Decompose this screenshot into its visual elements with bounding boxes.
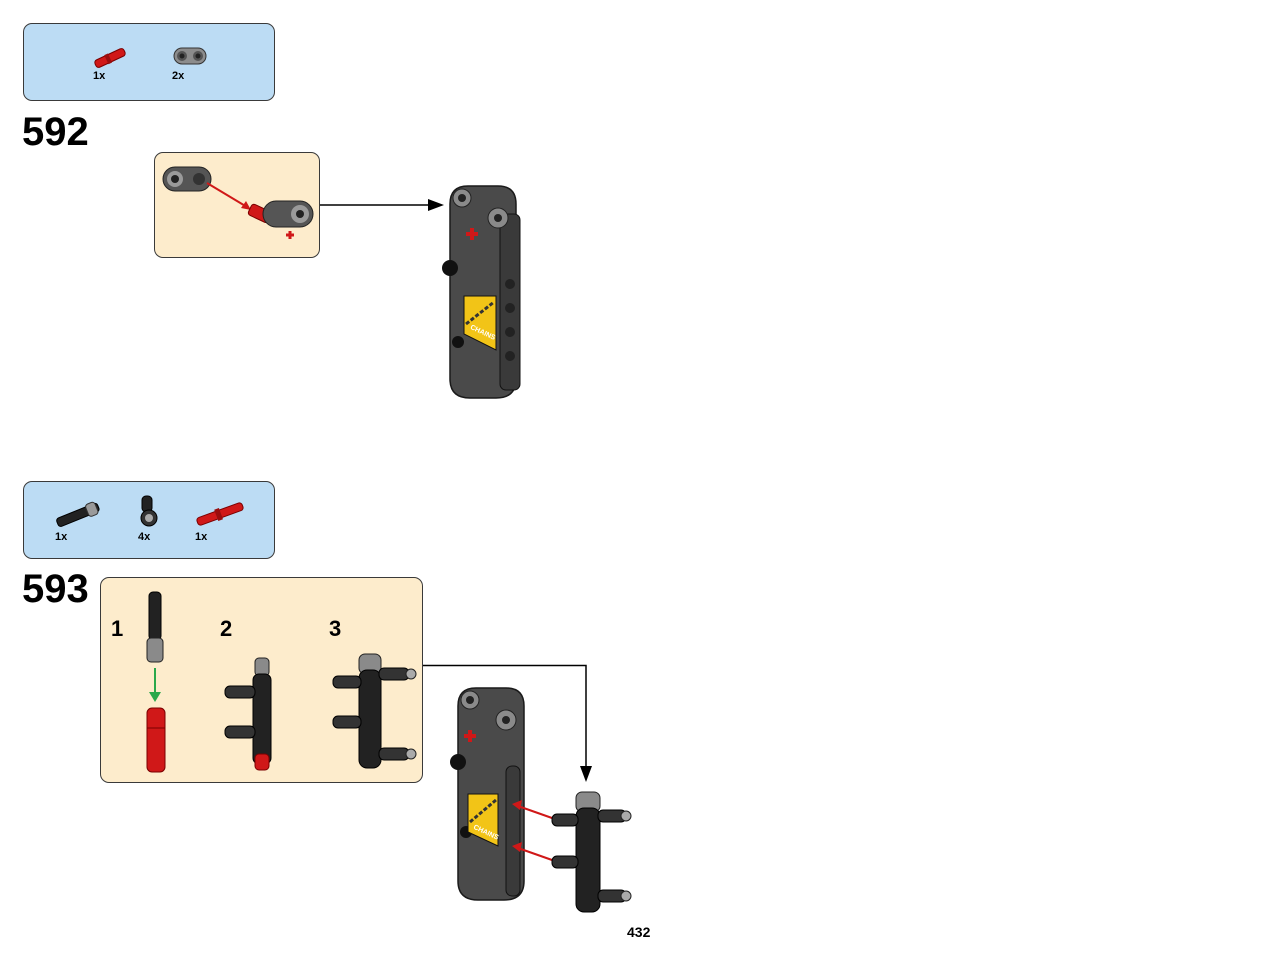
part-qty: 2x: [172, 70, 185, 82]
callout-arrow: [423, 664, 592, 782]
part-qty: 1x: [195, 531, 208, 543]
gray-cross-block-icon: [173, 47, 207, 65]
parts-list-592: 1x 2x: [23, 23, 275, 101]
red-axle-pin-icon: [94, 48, 126, 68]
main-assembly-illustration-592: CHAINS: [442, 185, 521, 399]
substep-number: 1: [111, 616, 124, 641]
red-axle-pin-icon: [196, 502, 244, 526]
step-number: 592: [22, 110, 89, 154]
page-number: 432: [627, 924, 651, 940]
substep-1-illustration: [146, 591, 166, 773]
substep-2-illustration: [224, 657, 272, 771]
substep-callout-593: 1 2 3: [100, 577, 423, 783]
substep-assembly-illustration: [162, 166, 314, 239]
step-number: 593: [22, 567, 89, 611]
part-qty: 4x: [138, 531, 151, 543]
substep-number: 3: [329, 616, 342, 641]
substep-callout-592: [154, 152, 320, 258]
main-assembly-illustration-593: CHAINS: [450, 687, 632, 913]
substep-number: 2: [220, 616, 233, 641]
part-qty: 1x: [93, 70, 106, 82]
callout-arrow: [320, 199, 444, 211]
part-qty: 1x: [55, 531, 68, 543]
substep-3-illustration: [332, 653, 417, 769]
black-pin-connector-icon: [140, 495, 158, 527]
parts-list-593: 1x 4x 1x: [23, 481, 275, 559]
black-axle-icon: [56, 501, 100, 527]
